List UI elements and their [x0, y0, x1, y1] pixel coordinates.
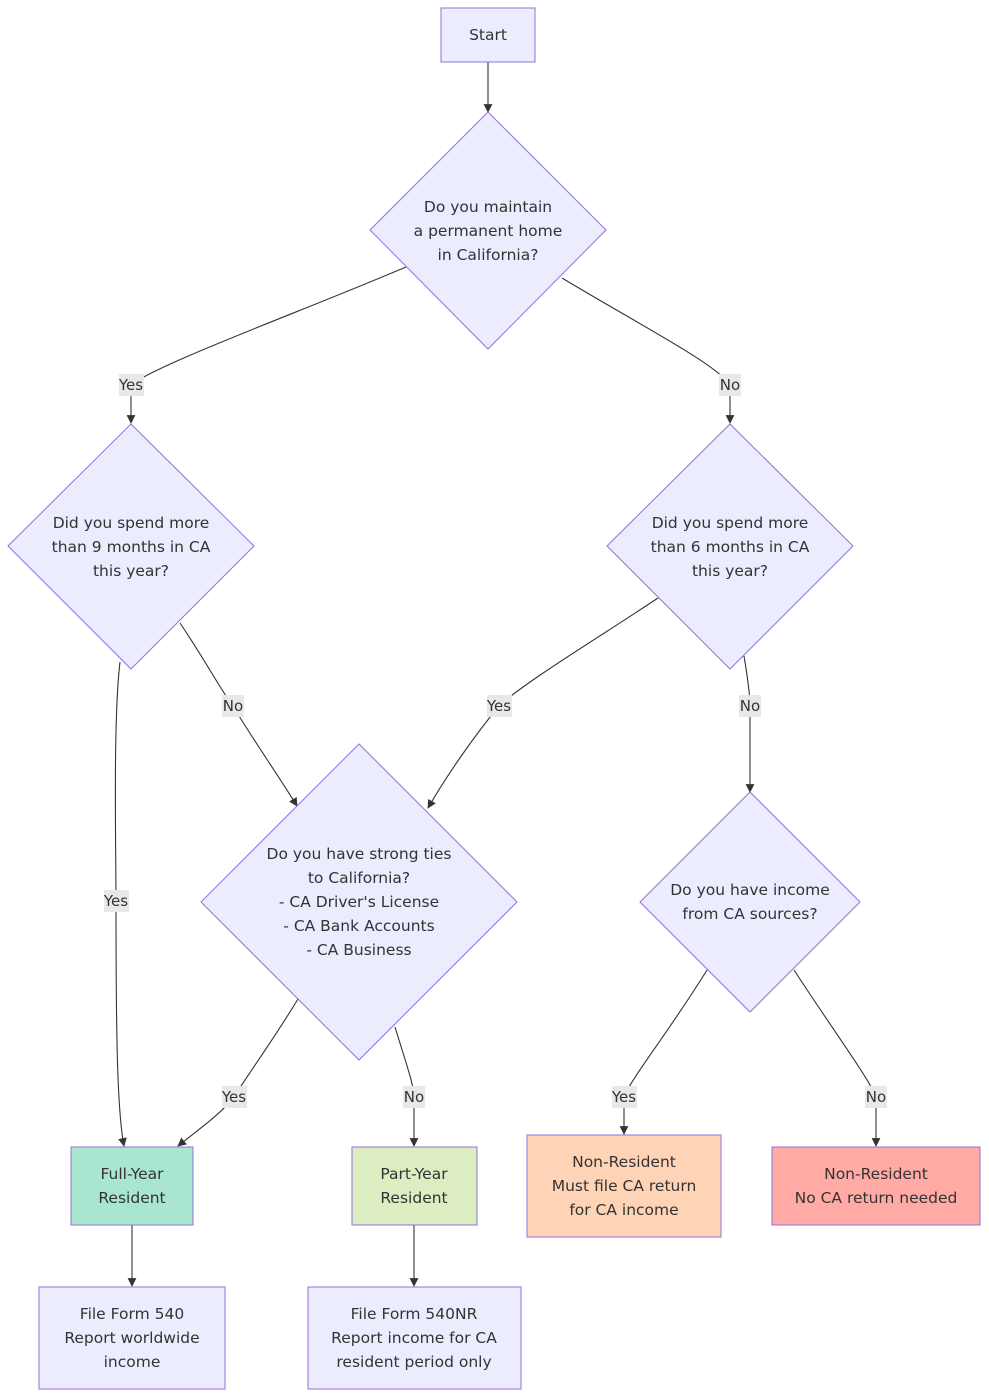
- edge-six-no: [743, 655, 755, 793]
- edge-label-home-no: No: [719, 374, 741, 396]
- action-line: income: [104, 1353, 161, 1371]
- edge-home-yes: [126, 266, 407, 424]
- action-line: resident period only: [336, 1353, 491, 1371]
- action-line: File Form 540NR: [351, 1305, 478, 1323]
- edge-label-nine-yes: Yes: [103, 890, 129, 912]
- decision-line: Do you maintain: [424, 198, 552, 216]
- decision-line: - CA Business: [306, 941, 411, 959]
- edge-label-text: No: [866, 1088, 886, 1106]
- result-line: Non-Resident: [572, 1153, 676, 1171]
- result-part-year-resident: Part-Year Resident: [351, 1146, 478, 1226]
- edge-six-yes: [427, 597, 659, 809]
- edge-label-income-yes: Yes: [611, 1086, 637, 1108]
- edge-label-ties-no: No: [403, 1086, 425, 1108]
- decision-line: from CA sources?: [682, 905, 817, 923]
- decision-line: - CA Driver's License: [279, 893, 439, 911]
- decision-line: Did you spend more: [652, 514, 809, 532]
- action-file-form-540nr: File Form 540NR Report income for CA res…: [307, 1286, 522, 1390]
- edge-home-no: [561, 277, 735, 424]
- edge-label-nine-no: No: [222, 695, 244, 717]
- edge-label-text: Yes: [486, 697, 511, 715]
- edge-label-home-yes: Yes: [118, 374, 144, 396]
- decision-line: Do you have income: [670, 881, 829, 899]
- decision-line: this year?: [692, 562, 768, 580]
- result-line: Must file CA return: [552, 1177, 697, 1195]
- edge-labels: Yes No No Yes No Yes Yes No: [103, 374, 887, 1108]
- decision-six-months: Did you spend more than 6 months in CA t…: [606, 423, 854, 670]
- action-line: Report income for CA: [331, 1329, 497, 1347]
- decision-line: a permanent home: [414, 222, 563, 240]
- edge-label-text: No: [720, 376, 740, 394]
- edge-income-no: [793, 969, 881, 1147]
- start-label: Start: [469, 26, 507, 44]
- result-full-year-resident: Full-Year Resident: [70, 1146, 194, 1226]
- action-line: File Form 540: [80, 1305, 184, 1323]
- result-line: for CA income: [569, 1201, 678, 1219]
- action-file-form-540: File Form 540 Report worldwide income: [38, 1286, 226, 1390]
- nodes: Start Do you maintain a permanent home i…: [7, 7, 981, 1390]
- decision-line: than 9 months in CA: [52, 538, 211, 556]
- decision-nine-months: Did you spend more than 9 months in CA t…: [7, 423, 255, 670]
- decision-line: to California?: [308, 869, 410, 887]
- edge-label-text: Yes: [103, 892, 128, 910]
- edge-label-text: No: [740, 697, 760, 715]
- decision-line: - CA Bank Accounts: [283, 917, 434, 935]
- edge-label-text: No: [404, 1088, 424, 1106]
- decision-ca-income: Do you have income from CA sources?: [639, 791, 861, 1013]
- result-line: Resident: [380, 1189, 447, 1207]
- edge-label-income-no: No: [865, 1086, 887, 1108]
- result-line: Full-Year: [100, 1165, 164, 1183]
- edge-label-text: Yes: [118, 376, 143, 394]
- edge-label-text: Yes: [611, 1088, 636, 1106]
- result-nonresident-must-file: Non-Resident Must file CA return for CA …: [526, 1134, 722, 1238]
- edge-label-six-yes: Yes: [486, 695, 512, 717]
- decision-line: in California?: [438, 246, 539, 264]
- decision-strong-ties: Do you have strong ties to California? -…: [200, 743, 518, 1061]
- start-node: Start: [440, 7, 536, 63]
- edge-ties-yes: [177, 998, 299, 1147]
- action-line: Report worldwide: [64, 1329, 199, 1347]
- edge-label-six-no: No: [739, 695, 761, 717]
- result-line: Non-Resident: [824, 1165, 928, 1183]
- result-line: No CA return needed: [795, 1189, 958, 1207]
- edge-label-ties-yes: Yes: [221, 1086, 247, 1108]
- edge-income-yes: [619, 969, 708, 1135]
- result-line: Part-Year: [380, 1165, 448, 1183]
- decision-permanent-home: Do you maintain a permanent home in Cali…: [369, 111, 607, 350]
- decision-line: Do you have strong ties: [267, 845, 452, 863]
- result-line: Resident: [98, 1189, 165, 1207]
- decision-line: than 6 months in CA: [651, 538, 810, 556]
- result-nonresident-no-return: Non-Resident No CA return needed: [771, 1146, 981, 1226]
- decision-line: Did you spend more: [53, 514, 210, 532]
- edge-label-text: No: [223, 697, 243, 715]
- edge-label-text: Yes: [221, 1088, 246, 1106]
- decision-line: this year?: [93, 562, 169, 580]
